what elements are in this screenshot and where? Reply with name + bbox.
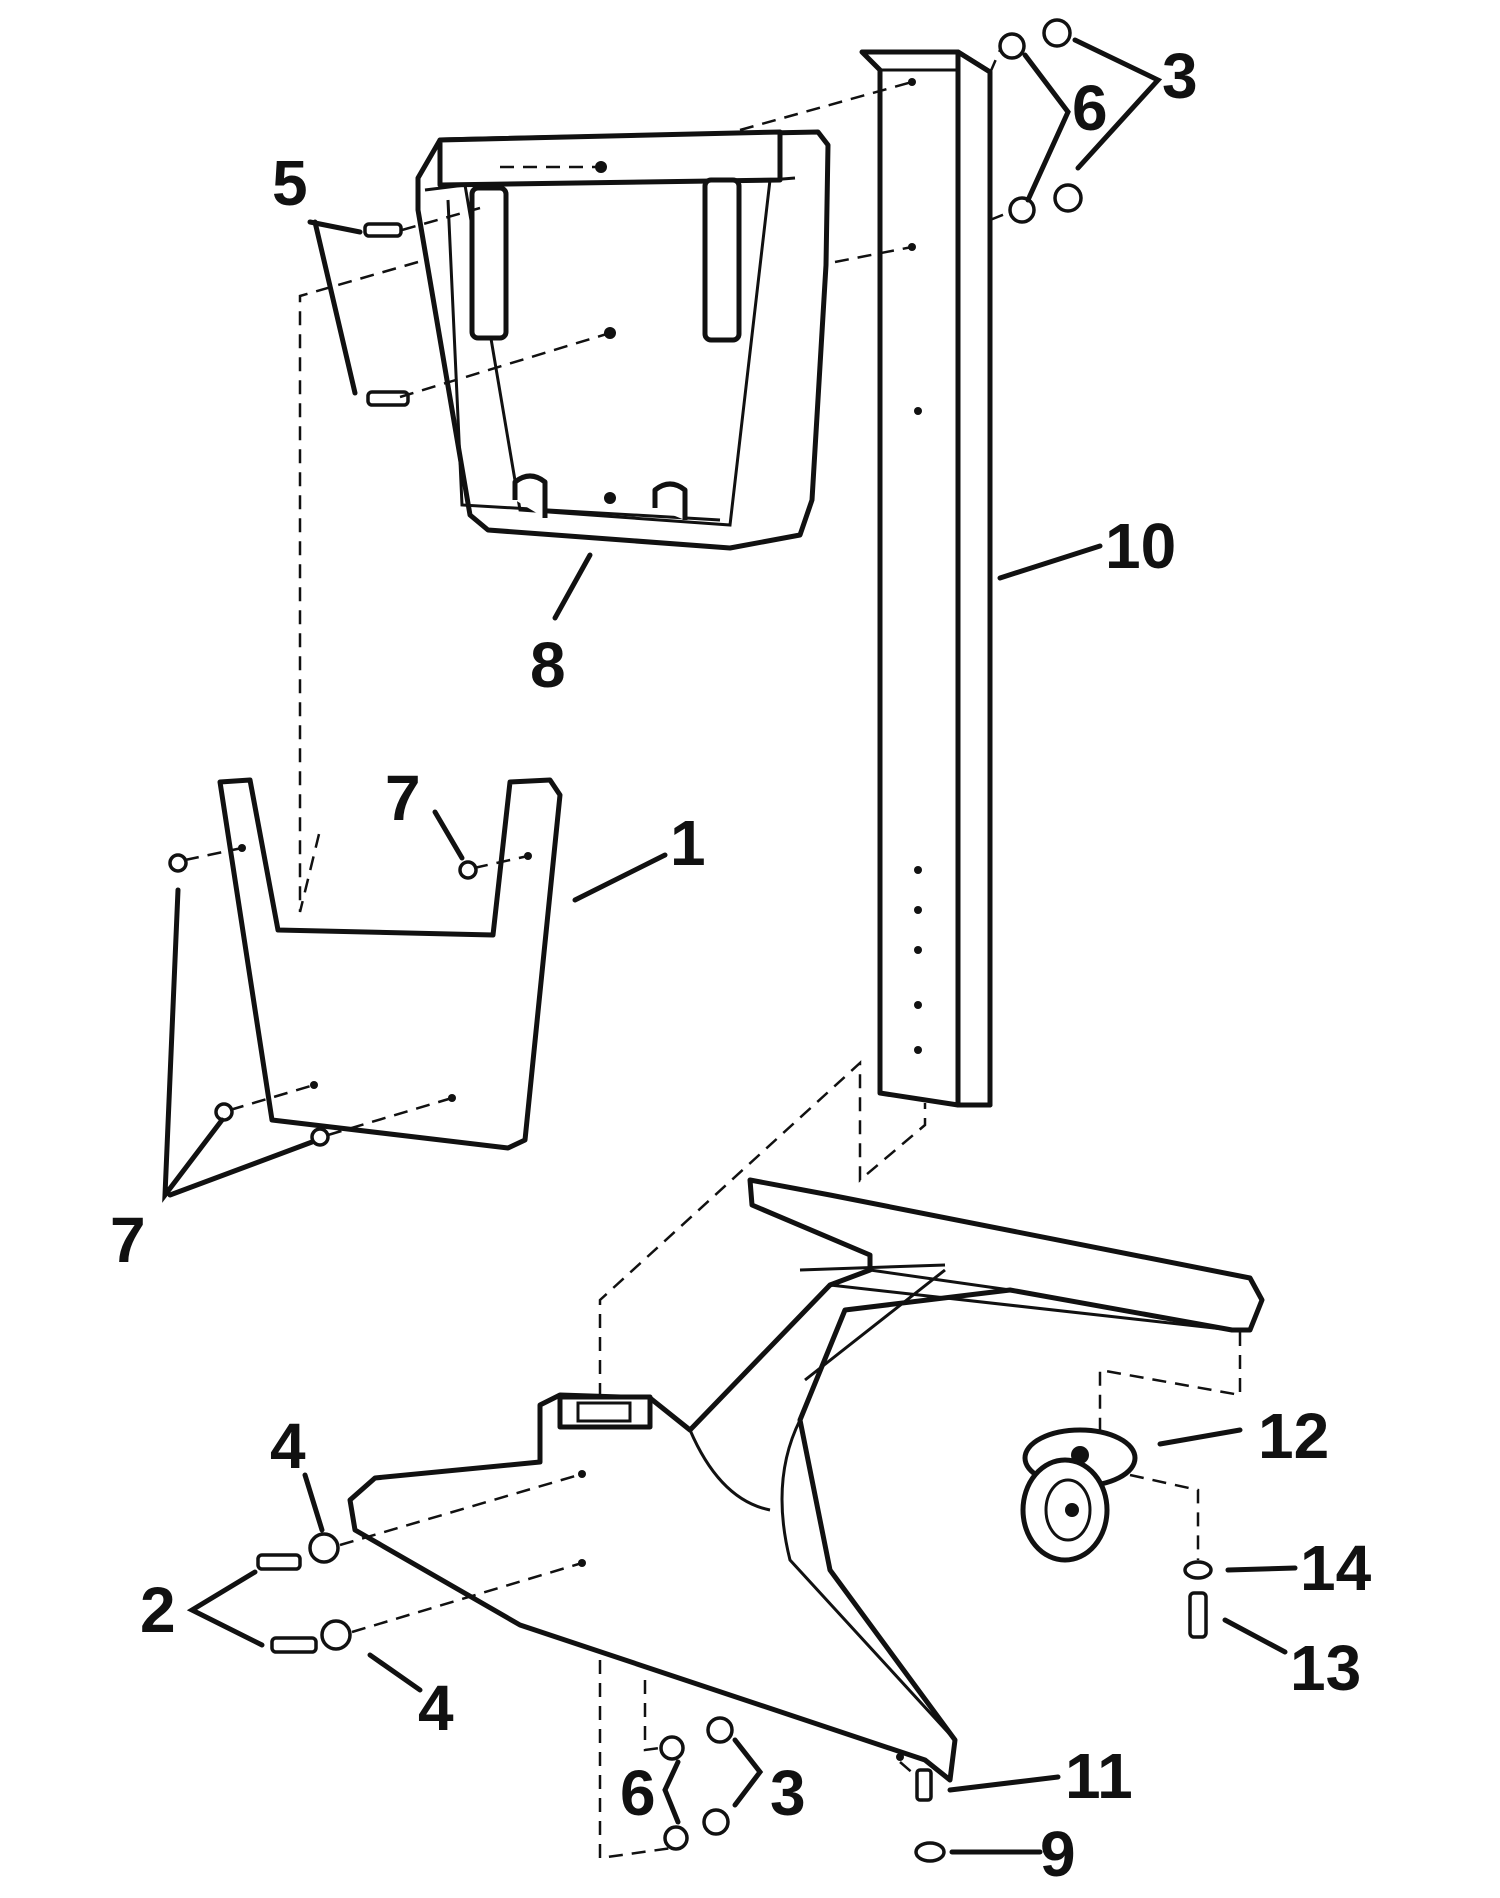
assembly-guide-lines xyxy=(184,49,1242,1860)
callout-labels: 3 6 5 10 8 7 1 7 4 12 2 14 13 4 11 6 3 9 xyxy=(110,40,1372,1890)
leader-lines xyxy=(162,37,1298,1855)
label-11: 11 xyxy=(1065,1740,1133,1812)
base-body xyxy=(347,1177,1265,1783)
bracket-top-lip xyxy=(437,129,783,188)
bracket-tab-right xyxy=(652,481,688,520)
cover-plate-body xyxy=(217,777,563,1151)
label-13: 13 xyxy=(1290,1632,1361,1704)
label-5: 5 xyxy=(272,147,308,219)
bracket-slot-right xyxy=(702,177,742,343)
label-8: 8 xyxy=(530,629,566,701)
column-side-face xyxy=(955,49,993,1108)
part-12-caster xyxy=(1020,1427,1138,1563)
part-10-column xyxy=(859,49,993,1108)
label-3-bottom: 3 xyxy=(770,1757,806,1829)
label-6-top: 6 xyxy=(1072,72,1108,144)
label-12: 12 xyxy=(1258,1400,1329,1472)
label-7-bottom: 7 xyxy=(110,1204,146,1276)
label-4-top: 4 xyxy=(270,1410,306,1482)
part-1-cover-plate xyxy=(217,777,563,1151)
label-7-top: 7 xyxy=(385,762,421,834)
label-4-bottom: 4 xyxy=(418,1672,454,1744)
label-1: 1 xyxy=(670,807,706,879)
base-assembly xyxy=(347,1177,1265,1783)
label-10: 10 xyxy=(1105,510,1176,582)
label-14: 14 xyxy=(1300,1532,1372,1604)
label-3-top: 3 xyxy=(1162,40,1198,112)
label-6-bottom: 6 xyxy=(620,1757,656,1829)
bracket-slot-left xyxy=(469,185,509,341)
label-2: 2 xyxy=(140,1574,176,1646)
part-8-bracket xyxy=(415,129,831,551)
label-9: 9 xyxy=(1040,1818,1076,1890)
hardware xyxy=(168,18,1213,1863)
bracket-tab-left xyxy=(512,473,548,518)
